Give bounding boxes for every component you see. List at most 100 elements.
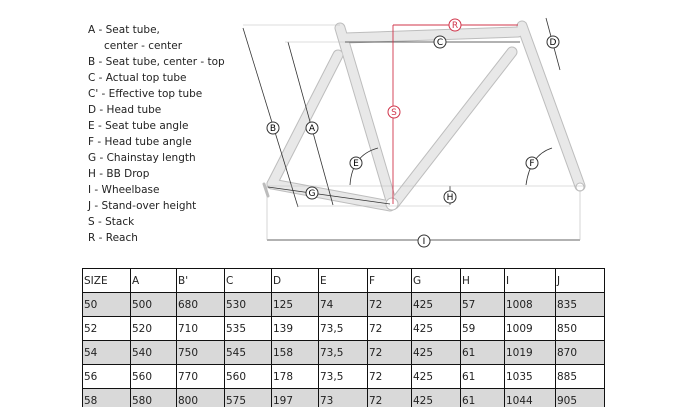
table-cell: 73,5: [318, 340, 368, 365]
table-cell: 178: [271, 364, 319, 389]
svg-text:I: I: [423, 237, 426, 247]
legend-item: E - Seat tube angle: [88, 120, 189, 132]
table-cell: 580: [130, 388, 177, 407]
table-cell: 54: [82, 340, 131, 365]
legend-item: I - Wheelbase: [88, 184, 160, 196]
table-cell: 425: [411, 292, 461, 317]
table-cell: 885: [555, 364, 605, 389]
table-cell: 158: [271, 340, 319, 365]
table-cell: 520: [130, 316, 177, 341]
table-cell: 800: [176, 388, 225, 407]
label-C: C: [433, 35, 447, 49]
label-I: I: [417, 234, 431, 248]
table-cell: 850: [555, 316, 605, 341]
svg-text:H: H: [447, 193, 454, 203]
header-cell: D: [271, 268, 319, 293]
label-D: D: [546, 35, 560, 49]
table-cell: 560: [224, 364, 272, 389]
label-H: H: [443, 190, 457, 204]
legend-item: D - Head tube: [88, 104, 162, 116]
header-cell: I: [504, 268, 556, 293]
header-cell: A: [130, 268, 177, 293]
table-cell: 500: [130, 292, 177, 317]
label-E: E: [349, 156, 363, 170]
legend-item: F - Head tube angle: [88, 136, 192, 148]
table-cell: 575: [224, 388, 272, 407]
table-cell: 72: [367, 340, 412, 365]
table-cell: 50: [82, 292, 131, 317]
header-cell: SIZE: [82, 268, 131, 293]
table-cell: 73,5: [318, 316, 368, 341]
table-cell: 535: [224, 316, 272, 341]
header-cell: C: [224, 268, 272, 293]
svg-text:F: F: [529, 159, 534, 169]
table-cell: 750: [176, 340, 225, 365]
table-cell: 425: [411, 364, 461, 389]
table-cell: 197: [271, 388, 319, 407]
table-cell: 61: [460, 340, 505, 365]
label-B: B: [266, 121, 280, 135]
table-cell: 545: [224, 340, 272, 365]
table-cell: 530: [224, 292, 272, 317]
svg-text:D: D: [550, 38, 557, 48]
table-cell: 52: [82, 316, 131, 341]
table-cell: 425: [411, 340, 461, 365]
legend-item: H - BB Drop: [88, 168, 150, 180]
table-cell: 72: [367, 292, 412, 317]
svg-text:G: G: [309, 189, 316, 199]
table-cell: 61: [460, 388, 505, 407]
table-cell: 425: [411, 388, 461, 407]
legend-item: C - Actual top tube: [88, 72, 187, 84]
legend-item: R - Reach: [88, 232, 138, 244]
header-cell: F: [367, 268, 412, 293]
legend: A - Seat tube, center - center B - Seat …: [88, 22, 225, 246]
table-cell: 72: [367, 388, 412, 407]
table-cell: 870: [555, 340, 605, 365]
table-cell: 540: [130, 340, 177, 365]
legend-item: A - Seat tube,: [88, 24, 160, 36]
table-cell: 1044: [504, 388, 556, 407]
header-cell: J: [555, 268, 605, 293]
table-cell: 73: [318, 388, 368, 407]
frame-diagram: R C D S B A E F G H I: [242, 17, 586, 248]
table-cell: 710: [176, 316, 225, 341]
legend-item: C' - Effective top tube: [88, 88, 203, 100]
table-cell: 770: [176, 364, 225, 389]
bike-frame: [262, 20, 586, 212]
svg-text:B: B: [270, 124, 276, 134]
svg-text:A: A: [309, 124, 316, 134]
table-cell: 560: [130, 364, 177, 389]
table-cell: 425: [411, 316, 461, 341]
table-cell: 905: [555, 388, 605, 407]
svg-text:R: R: [452, 21, 458, 31]
legend-item: S - Stack: [88, 216, 135, 228]
table-cell: 74: [318, 292, 368, 317]
table-cell: 56: [82, 364, 131, 389]
legend-item: J - Stand-over height: [88, 200, 197, 212]
table-cell: 1035: [504, 364, 556, 389]
svg-text:S: S: [391, 108, 397, 118]
svg-text:C: C: [437, 38, 443, 48]
legend-item: B - Seat tube, center - top: [88, 56, 225, 68]
label-A: A: [305, 121, 319, 135]
table-cell: 125: [271, 292, 319, 317]
label-S: S: [387, 105, 401, 119]
label-G: G: [305, 186, 319, 200]
table-cell: 139: [271, 316, 319, 341]
header-cell: B': [176, 268, 225, 293]
label-R: R: [448, 18, 462, 32]
table-cell: 58: [82, 388, 131, 407]
table-cell: 57: [460, 292, 505, 317]
table-cell: 835: [555, 292, 605, 317]
header-cell: H: [460, 268, 505, 293]
header-cell: G: [411, 268, 461, 293]
label-F: F: [525, 156, 539, 170]
